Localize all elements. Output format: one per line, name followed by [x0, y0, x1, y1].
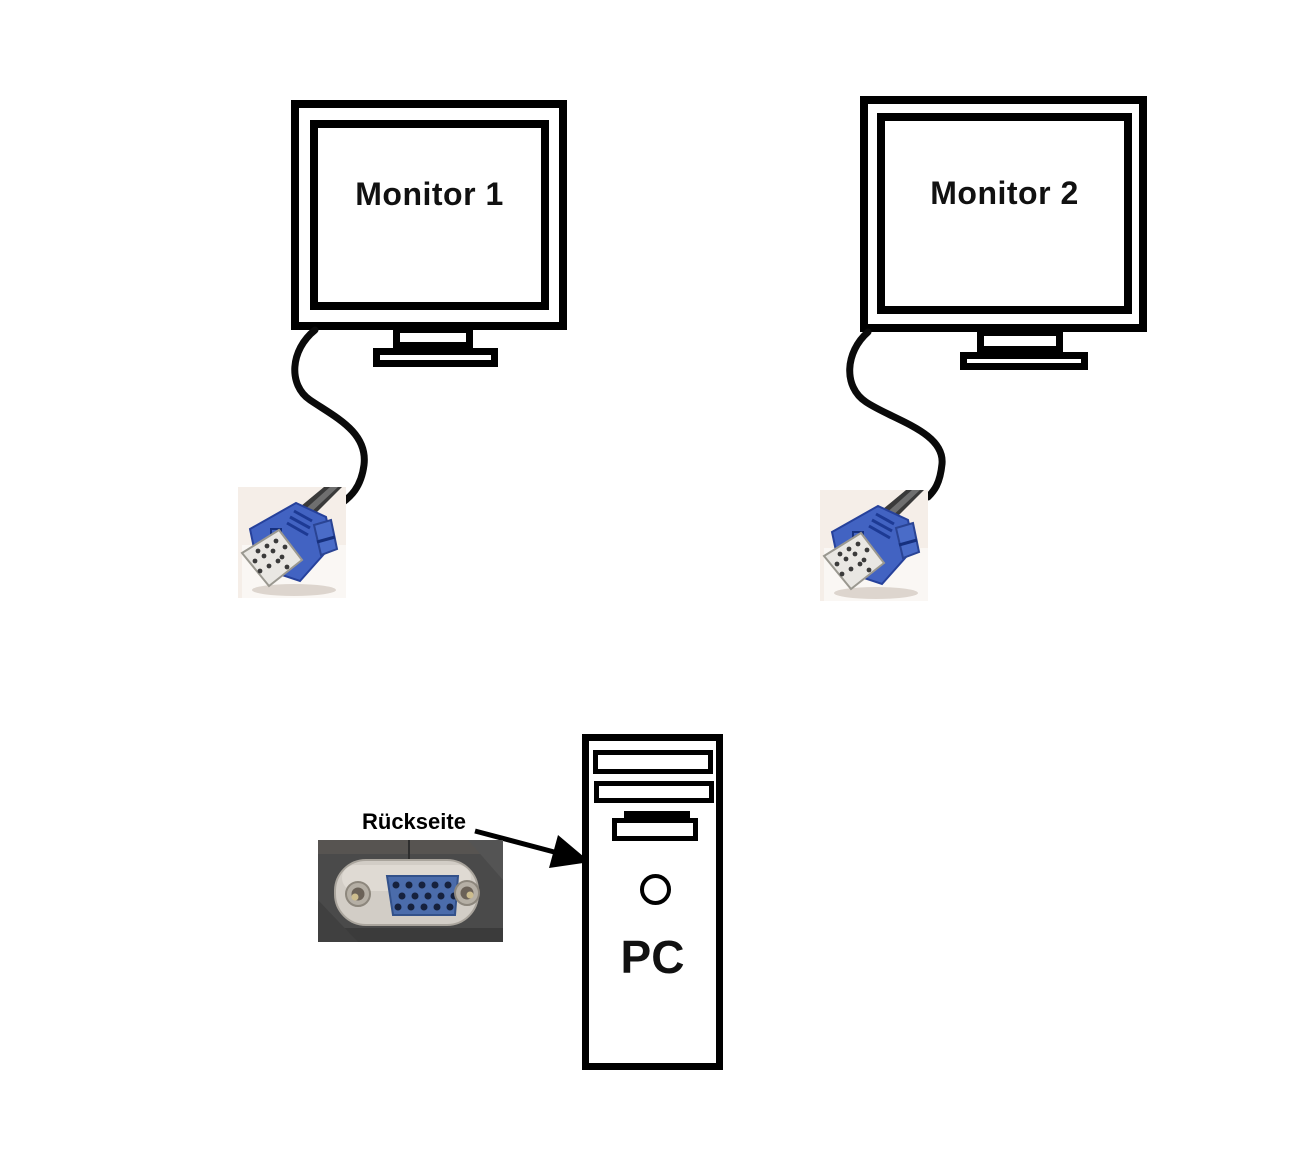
rear-label-wrap: Rückseite	[362, 809, 502, 835]
pc-drive-bay-2	[594, 781, 714, 803]
pc-cd-tray	[612, 818, 698, 841]
monitor-1-stand-neck	[393, 326, 473, 349]
monitor-1-screen: Monitor 1	[310, 120, 549, 310]
rear-side-label: Rückseite	[362, 809, 466, 834]
pc-label: PC	[620, 931, 685, 983]
monitor-2-label: Monitor 2	[930, 175, 1079, 211]
pc-power-button	[640, 874, 671, 905]
screw-socket-right	[454, 880, 480, 906]
monitor-2-screen: Monitor 2	[877, 113, 1132, 314]
vga-male-connector-photo-1	[238, 487, 346, 598]
vga-female-port-photo	[318, 840, 503, 942]
monitor-2-stand-base	[960, 352, 1088, 370]
pc-tower	[582, 734, 723, 1070]
screw-socket-left	[345, 881, 371, 907]
monitor-2-cable	[846, 328, 946, 501]
pc-cd-tray-slot	[624, 811, 690, 820]
monitor-1-stand-base	[373, 348, 498, 367]
monitor-1-label: Monitor 1	[355, 176, 504, 212]
monitor-1-cable	[291, 326, 368, 507]
pc-label-wrap: PC	[582, 930, 723, 984]
pc-drive-bay-1	[593, 750, 713, 774]
vga-male-connector-photo-2	[820, 490, 928, 601]
monitor-2-stand-neck	[977, 329, 1063, 353]
